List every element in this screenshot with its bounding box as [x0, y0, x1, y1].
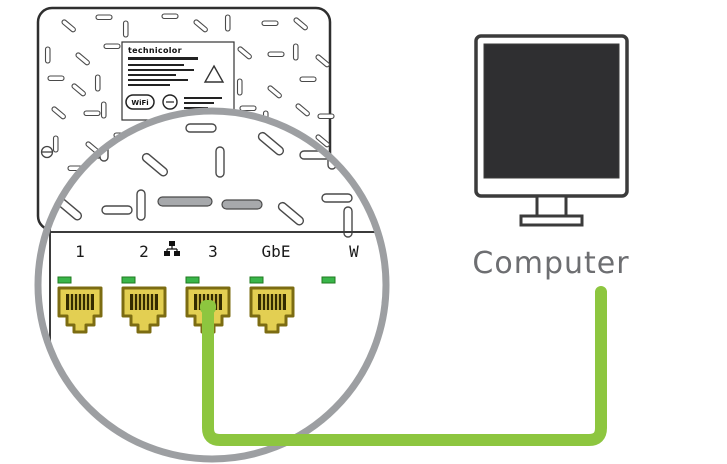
wifi-logo: WiFi [125, 94, 155, 110]
brand-text: technicolor [128, 46, 182, 55]
recycle-triangle-icon [203, 64, 225, 83]
vent-slots-zoomed [54, 123, 353, 238]
wifi-logo-text: WiFi [131, 99, 148, 107]
port-led [57, 276, 72, 284]
port-led [185, 276, 200, 284]
ethernet-cable [200, 286, 607, 446]
computer: Computer [472, 34, 629, 281]
screw-icon [40, 145, 54, 159]
port-led [121, 276, 136, 284]
port-label: 3 [208, 242, 218, 261]
port-label: GbE [262, 242, 291, 261]
certification-icon [162, 94, 178, 110]
computer-label: Computer [472, 246, 629, 281]
port-label: W [349, 242, 359, 261]
monitor-stand-neck [535, 194, 568, 218]
ethernet-icon [164, 241, 180, 256]
port-label: 1 [75, 242, 85, 261]
monitor-stand-base [519, 214, 584, 227]
cable-path [202, 286, 607, 446]
zoom-circle-border [34, 107, 390, 463]
port-led [321, 276, 336, 284]
port-led [249, 276, 264, 284]
zoom-circle: 1 2 3 GbE W [34, 107, 390, 463]
port-label: 2 [139, 242, 149, 261]
monitor-screen [483, 43, 620, 179]
sticker-text-bars [128, 57, 222, 109]
zoom-circle-fill [38, 111, 386, 459]
